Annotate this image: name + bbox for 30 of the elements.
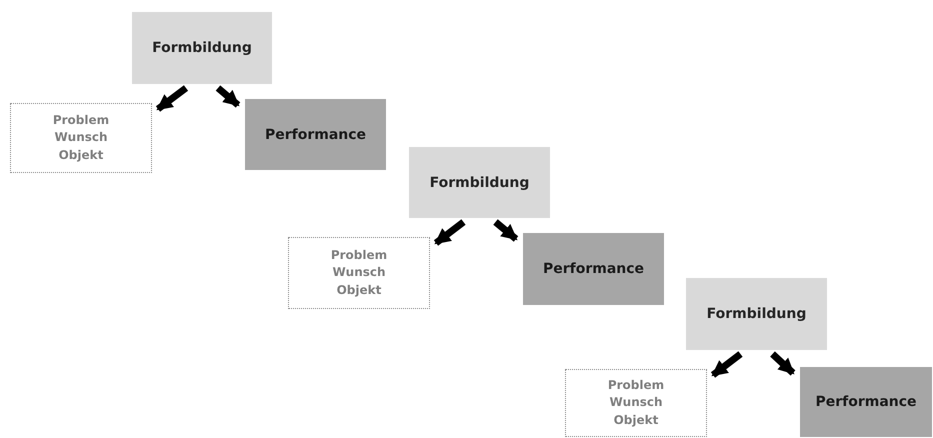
box-label: Objekt <box>336 282 382 299</box>
dotted-box <box>10 103 152 173</box>
process-box <box>409 147 550 218</box>
arrow <box>770 351 796 376</box>
process-box <box>686 278 827 350</box>
box-label: Problem <box>608 376 664 394</box>
dotted-box <box>288 237 430 309</box>
result-box <box>800 367 932 437</box>
result-box <box>523 233 664 305</box>
result-box <box>245 99 386 170</box>
box-label: Objekt <box>58 146 104 164</box>
arrow <box>710 351 743 378</box>
box-label: Wunsch <box>609 394 663 412</box>
box-label: Wunsch <box>54 129 108 146</box>
box-label: Objekt <box>614 412 658 429</box>
box-label: Formbildung <box>430 174 530 190</box>
arrow <box>216 85 240 108</box>
process-box <box>132 12 272 84</box>
box-label: Wunsch <box>332 264 386 282</box>
box-label: Formbildung <box>706 306 806 322</box>
box-label: Problem <box>52 112 110 129</box>
box-label: Formbildung <box>152 40 252 56</box>
box-label: Performance <box>542 261 644 277</box>
box-label: Performance <box>264 126 366 142</box>
arrow <box>434 219 466 246</box>
arrow <box>156 85 188 112</box>
box-label: Problem <box>330 246 388 264</box>
arrow <box>493 219 518 242</box>
box-label: Performance <box>815 394 917 410</box>
dotted-box <box>565 369 707 437</box>
